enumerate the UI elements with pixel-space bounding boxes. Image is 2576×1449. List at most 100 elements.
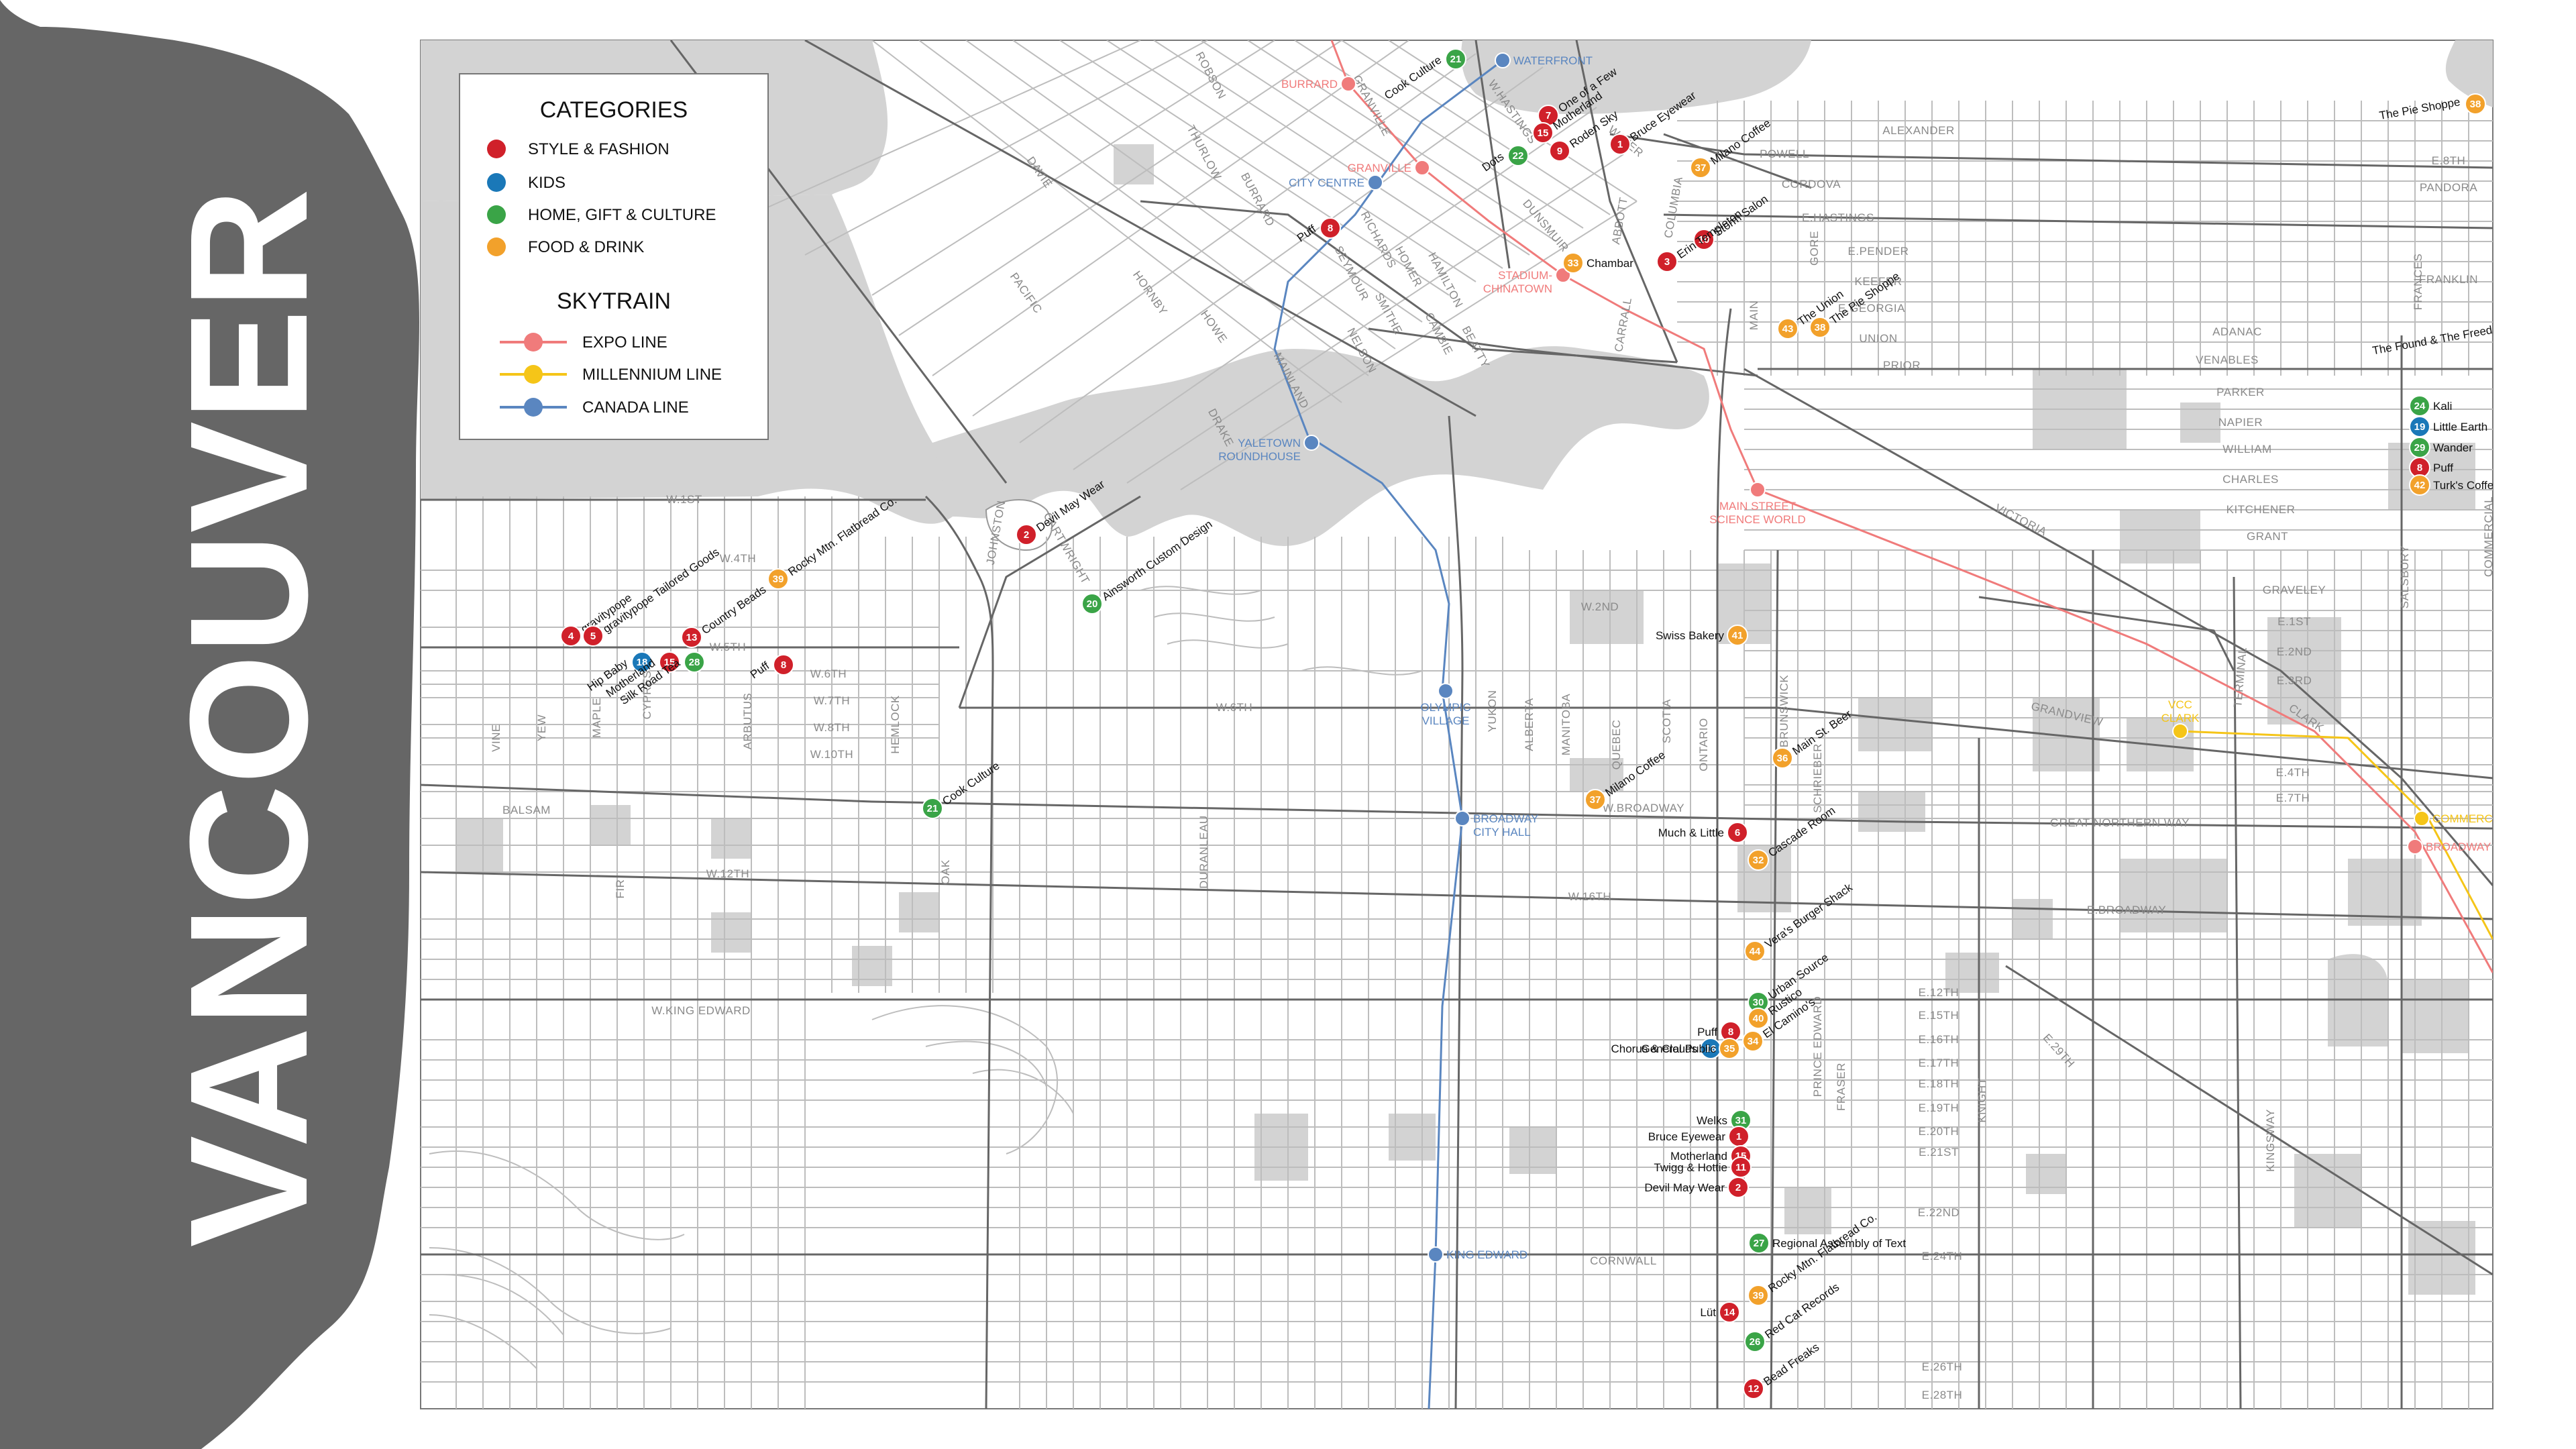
street-label: W.1ST (666, 493, 702, 506)
marker-dot[interactable] (1748, 1232, 1770, 1254)
marker-dot[interactable] (1727, 1177, 1749, 1198)
street-label: E.18TH (1919, 1077, 1960, 1090)
marker-number: 21 (927, 803, 938, 814)
marker-dot[interactable] (681, 627, 702, 648)
marker-label[interactable]: Much & Little (1658, 826, 1724, 839)
marker-dot[interactable] (767, 568, 789, 590)
street-label: YEW (535, 714, 548, 741)
marker-label[interactable]: Lüt (1700, 1306, 1716, 1319)
marker-dot[interactable] (1320, 217, 1341, 239)
legend-item-label: FOOD & DRINK (528, 238, 644, 256)
station-label: GRANVILLE (1348, 162, 1411, 174)
marker-dot[interactable] (1690, 157, 1711, 178)
marker-label[interactable]: Puff (1697, 1026, 1717, 1038)
marker-dot[interactable] (1744, 1331, 1766, 1352)
marker-label[interactable]: Regional Assembly of Text (1772, 1237, 1906, 1250)
marker-dot[interactable] (1585, 789, 1606, 810)
marker-dot[interactable] (1693, 229, 1715, 250)
marker-dot[interactable] (1016, 524, 1037, 545)
marker-dot[interactable] (1748, 849, 1769, 871)
marker-dot[interactable] (1809, 317, 1831, 338)
marker-label[interactable]: Motherland (1670, 1150, 1727, 1163)
street-label: E.22ND (1918, 1206, 1960, 1219)
marker-number: 13 (686, 632, 698, 643)
marker-label[interactable]: Bruce Eyewear (1648, 1130, 1726, 1143)
marker-label[interactable]: Wander (2433, 441, 2473, 454)
marker-dot[interactable] (922, 798, 943, 819)
marker-dot[interactable] (1719, 1301, 1740, 1323)
marker-dot[interactable] (1562, 252, 1584, 274)
street-label: W.BROADWAY (1603, 802, 1684, 814)
street-label: ALBERTA (1523, 698, 1536, 751)
marker-dot[interactable] (2465, 93, 2486, 115)
marker-dot[interactable] (2409, 474, 2430, 496)
marker-dot[interactable] (1445, 48, 1466, 70)
street-label: SCOTIA (1660, 699, 1673, 743)
street-label: GRANT (2247, 530, 2288, 543)
legend-item-home-gift-culture: HOME, GIFT & CULTURE (487, 205, 716, 224)
marker-dot[interactable] (1507, 145, 1529, 166)
marker-dot[interactable] (560, 625, 582, 647)
street-label: CYPRESS (641, 663, 653, 720)
marker-dot[interactable] (684, 651, 705, 673)
marker-label[interactable]: Little Earth (2433, 421, 2487, 433)
marker-label[interactable]: Chorus & Clouds (1611, 1042, 1697, 1055)
marker-dot[interactable] (1719, 1038, 1740, 1059)
marker-dot[interactable] (1549, 140, 1570, 162)
marker-label[interactable]: Devil May Wear (1644, 1181, 1725, 1194)
marker-dot[interactable] (1772, 747, 1793, 769)
marker-label[interactable]: Chambar (1587, 257, 1633, 270)
street-label: DURANLEAU (1197, 815, 1210, 888)
marker-label[interactable]: Swiss Bakery (1656, 629, 1725, 642)
marker-dot[interactable] (1081, 593, 1103, 614)
marker-number: 37 (1590, 794, 1601, 806)
street-label: W.6TH (1216, 701, 1252, 714)
marker-dot[interactable] (1532, 122, 1554, 144)
street-label: W.4TH (720, 552, 756, 565)
street-label: CORDOVA (1782, 178, 1841, 191)
marker-dot[interactable] (1727, 822, 1748, 843)
marker-dot[interactable] (1656, 251, 1678, 272)
marker-dot[interactable] (1743, 1378, 1764, 1399)
marker-label[interactable]: Puff (2433, 462, 2453, 474)
marker-dot[interactable] (773, 654, 794, 676)
marker-number: 8 (1728, 1026, 1733, 1038)
legend-line-label: EXPO LINE (582, 333, 667, 352)
marker-dot[interactable] (659, 651, 680, 673)
marker-label[interactable]: Twigg & Hottie (1654, 1161, 1727, 1174)
street-label: GORE (1808, 231, 1821, 266)
marker-label[interactable]: General Public (1641, 1042, 1716, 1055)
station-label: KING EDWARD (1446, 1248, 1527, 1261)
marker-label[interactable]: Turk's Coffee (2433, 479, 2500, 492)
marker-dot[interactable] (1748, 1008, 1769, 1029)
marker-dot[interactable] (582, 625, 604, 647)
marker-dot[interactable] (1727, 625, 1748, 646)
marker-dot[interactable] (631, 651, 653, 673)
marker-puff[interactable]: 8 Puff (1697, 1021, 1741, 1042)
marker-dot[interactable] (1748, 1285, 1769, 1306)
marker-label[interactable]: Kali (2433, 400, 2452, 413)
marker-number: 39 (1753, 1290, 1764, 1301)
marker-dot[interactable] (1744, 941, 1766, 962)
marker-label[interactable]: Welks (1697, 1114, 1727, 1127)
street-label: ONTARIO (1697, 718, 1710, 771)
marker-dot[interactable] (1777, 318, 1799, 339)
marker-dot[interactable] (1609, 133, 1631, 155)
station-dot (2414, 810, 2430, 826)
marker-dot[interactable] (1742, 1030, 1764, 1052)
